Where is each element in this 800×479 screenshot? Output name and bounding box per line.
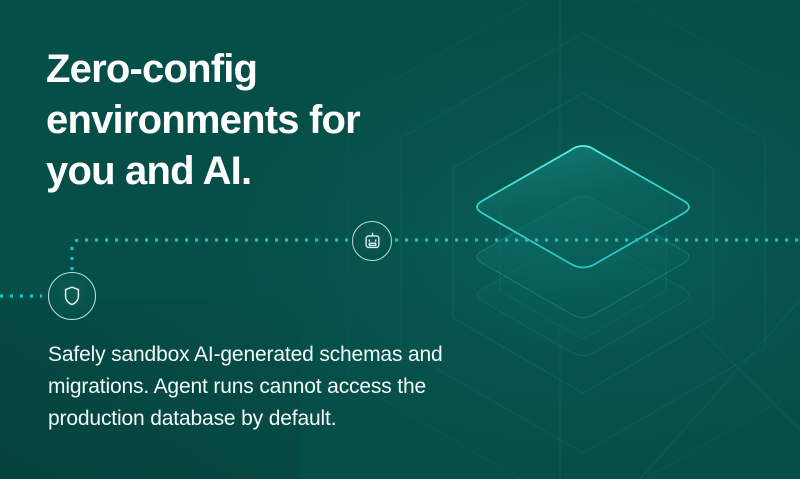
page-title: Zero-config environments for you and AI. — [46, 47, 361, 193]
connector-riser-and-rail — [70, 238, 800, 270]
shield-icon — [64, 286, 80, 306]
node-shield[interactable] — [48, 272, 96, 320]
node-robot[interactable] — [352, 221, 392, 261]
layer-top — [476, 145, 690, 269]
hero-description: Safely sandbox AI-generated schemas and … — [48, 343, 443, 430]
robot-icon — [364, 232, 380, 248]
